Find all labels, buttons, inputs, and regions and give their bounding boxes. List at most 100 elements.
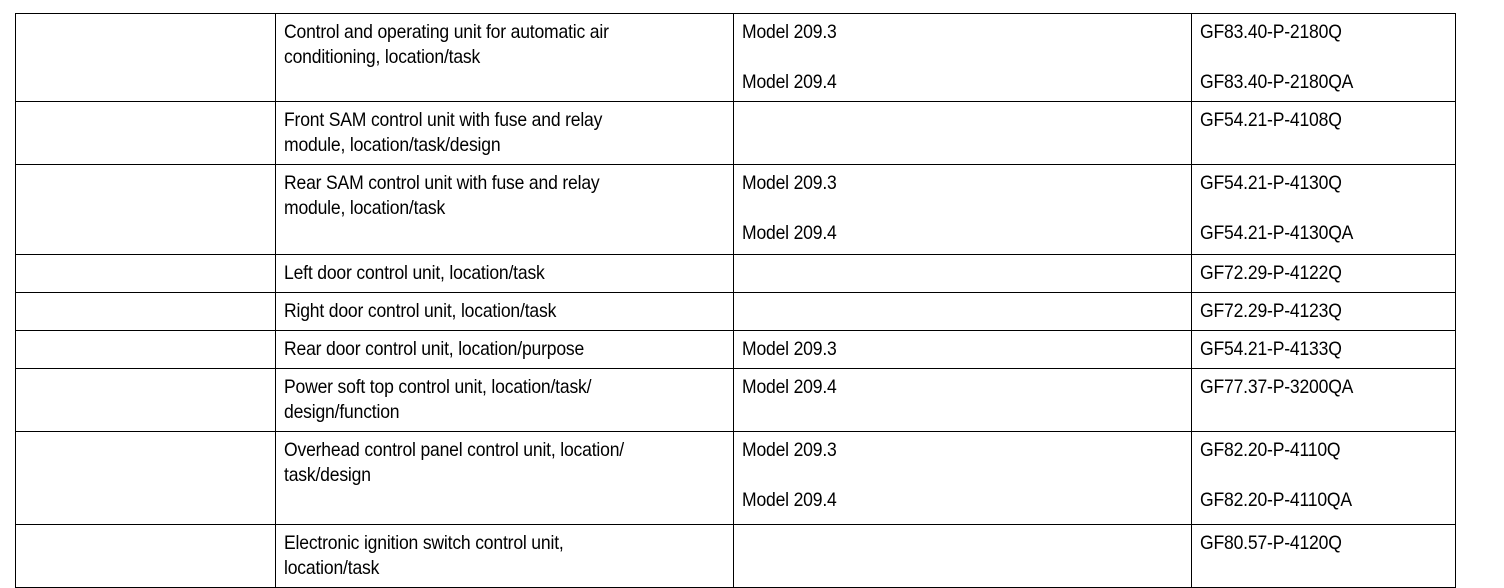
models-text: Model 209.4 <box>742 71 837 93</box>
row-marker-cell <box>15 330 276 369</box>
row-marker-content <box>16 331 275 356</box>
models-text: Model 209.3 <box>742 172 837 194</box>
references-text: GF54.21-P-4130Q <box>1200 172 1342 194</box>
description-cell: Overhead control panel control unit, loc… <box>275 431 734 525</box>
references-content: GF80.57-P-4120Q <box>1192 525 1455 562</box>
references-text: GF83.40-P-2180QA <box>1200 71 1354 93</box>
row-marker-content <box>16 432 275 457</box>
description-text: Electronic ignition switch control unit, <box>284 532 564 554</box>
references-line: GF83.40-P-2180QA <box>1200 70 1455 95</box>
references-content: GF72.29-P-4122Q <box>1192 255 1455 292</box>
table-body: Control and operating unit for automatic… <box>15 13 1456 588</box>
references-line: GF82.20-P-4110Q <box>1200 438 1455 463</box>
table-container: Control and operating unit for automatic… <box>15 13 1456 588</box>
model-cell <box>733 524 1192 588</box>
table-row: Left door control unit, location/task GF… <box>15 254 1456 293</box>
description-text: module, location/task <box>284 197 446 219</box>
row-marker-content <box>16 14 275 39</box>
reference-cell: GF83.40-P-2180Q GF83.40-P-2180QA <box>1191 13 1456 102</box>
references-line: GF83.40-P-2180Q <box>1200 20 1455 45</box>
description-text: Right door control unit, location/task <box>284 300 557 322</box>
description-line: Power soft top control unit, location/ta… <box>284 375 733 400</box>
description-text: Overhead control panel control unit, loc… <box>284 439 625 461</box>
model-cell <box>733 254 1192 293</box>
description-line: location/task <box>284 556 733 581</box>
references-text: GF72.29-P-4122Q <box>1200 262 1342 284</box>
description-content: Front SAM control unit with fuse and rel… <box>276 102 733 164</box>
references-content: GF83.40-P-2180Q GF83.40-P-2180QA <box>1192 14 1455 101</box>
reference-cell: GF54.21-P-4130Q GF54.21-P-4130QA <box>1191 164 1456 255</box>
description-text: Rear door control unit, location/purpose <box>284 338 585 360</box>
description-text: Control and operating unit for automatic… <box>284 21 609 43</box>
description-content: Overhead control panel control unit, loc… <box>276 432 733 494</box>
row-marker-content <box>16 102 275 127</box>
references-text: GF82.20-P-4110Q <box>1200 439 1341 461</box>
description-line: Rear door control unit, location/purpose <box>284 337 733 362</box>
description-cell: Power soft top control unit, location/ta… <box>275 368 734 432</box>
models-line: Model 209.4 <box>742 488 1191 513</box>
row-marker-content <box>16 369 275 394</box>
description-content: Electronic ignition switch control unit,… <box>276 525 733 587</box>
description-content: Control and operating unit for automatic… <box>276 14 733 76</box>
models-line: Model 209.4 <box>742 375 1191 400</box>
table-row: Right door control unit, location/task G… <box>15 292 1456 331</box>
table-row: Rear door control unit, location/purpose… <box>15 330 1456 369</box>
references-text: GF54.21-P-4130QA <box>1200 222 1354 244</box>
description-line: conditioning, location/task <box>284 45 733 70</box>
models-line: Model 209.3 <box>742 171 1191 196</box>
description-line: design/function <box>284 400 733 425</box>
row-marker-cell <box>15 13 276 102</box>
description-line: Right door control unit, location/task <box>284 299 733 324</box>
description-cell: Electronic ignition switch control unit,… <box>275 524 734 588</box>
control-unit-reference-table: Control and operating unit for automatic… <box>15 13 1456 588</box>
references-content: GF54.21-P-4133Q <box>1192 331 1455 368</box>
models-text: Model 209.3 <box>742 21 837 43</box>
table-row: Control and operating unit for automatic… <box>15 13 1456 102</box>
reference-cell: GF77.37-P-3200QA <box>1191 368 1456 432</box>
models-line: Model 209.3 <box>742 20 1191 45</box>
models-line: Model 209.4 <box>742 70 1191 95</box>
description-cell: Control and operating unit for automatic… <box>275 13 734 102</box>
references-content: GF82.20-P-4110Q GF82.20-P-4110QA <box>1192 432 1455 519</box>
models-text: Model 209.4 <box>742 376 837 398</box>
references-text: GF72.29-P-4123Q <box>1200 300 1342 322</box>
models-text: Model 209.3 <box>742 439 837 461</box>
document-page: Control and operating unit for automatic… <box>15 13 1456 588</box>
references-line: GF72.29-P-4123Q <box>1200 299 1455 324</box>
description-cell: Rear door control unit, location/purpose <box>275 330 734 369</box>
references-content: GF72.29-P-4123Q <box>1192 293 1455 330</box>
row-marker-cell <box>15 164 276 255</box>
references-text: GF54.21-P-4108Q <box>1200 109 1342 131</box>
models-content <box>734 525 1191 550</box>
models-content: Model 209.4 <box>734 369 1191 406</box>
references-text: GF80.57-P-4120Q <box>1200 532 1342 554</box>
description-cell: Right door control unit, location/task <box>275 292 734 331</box>
row-marker-cell <box>15 524 276 588</box>
references-line: GF54.21-P-4133Q <box>1200 337 1455 362</box>
references-text: GF82.20-P-4110QA <box>1200 489 1352 511</box>
description-text: module, location/task/design <box>284 134 501 156</box>
table-row: Power soft top control unit, location/ta… <box>15 368 1456 432</box>
references-line: GF77.37-P-3200QA <box>1200 375 1455 400</box>
description-text: Rear SAM control unit with fuse and rela… <box>284 172 600 194</box>
description-content: Rear SAM control unit with fuse and rela… <box>276 165 733 227</box>
reference-cell: GF72.29-P-4122Q <box>1191 254 1456 293</box>
description-line: module, location/task/design <box>284 133 733 158</box>
model-cell: Model 209.3 <box>733 330 1192 369</box>
references-line: GF72.29-P-4122Q <box>1200 261 1455 286</box>
models-text: Model 209.4 <box>742 489 837 511</box>
references-line: GF80.57-P-4120Q <box>1200 531 1455 556</box>
description-text: Front SAM control unit with fuse and rel… <box>284 109 603 131</box>
description-text: location/task <box>284 557 380 579</box>
models-content <box>734 102 1191 127</box>
reference-cell: GF82.20-P-4110Q GF82.20-P-4110QA <box>1191 431 1456 525</box>
description-text: Power soft top control unit, location/ta… <box>284 376 592 398</box>
table-row: Overhead control panel control unit, loc… <box>15 431 1456 525</box>
description-text: task/design <box>284 464 371 486</box>
description-cell: Rear SAM control unit with fuse and rela… <box>275 164 734 255</box>
references-line: GF82.20-P-4110QA <box>1200 488 1455 513</box>
model-cell: Model 209.4 <box>733 368 1192 432</box>
